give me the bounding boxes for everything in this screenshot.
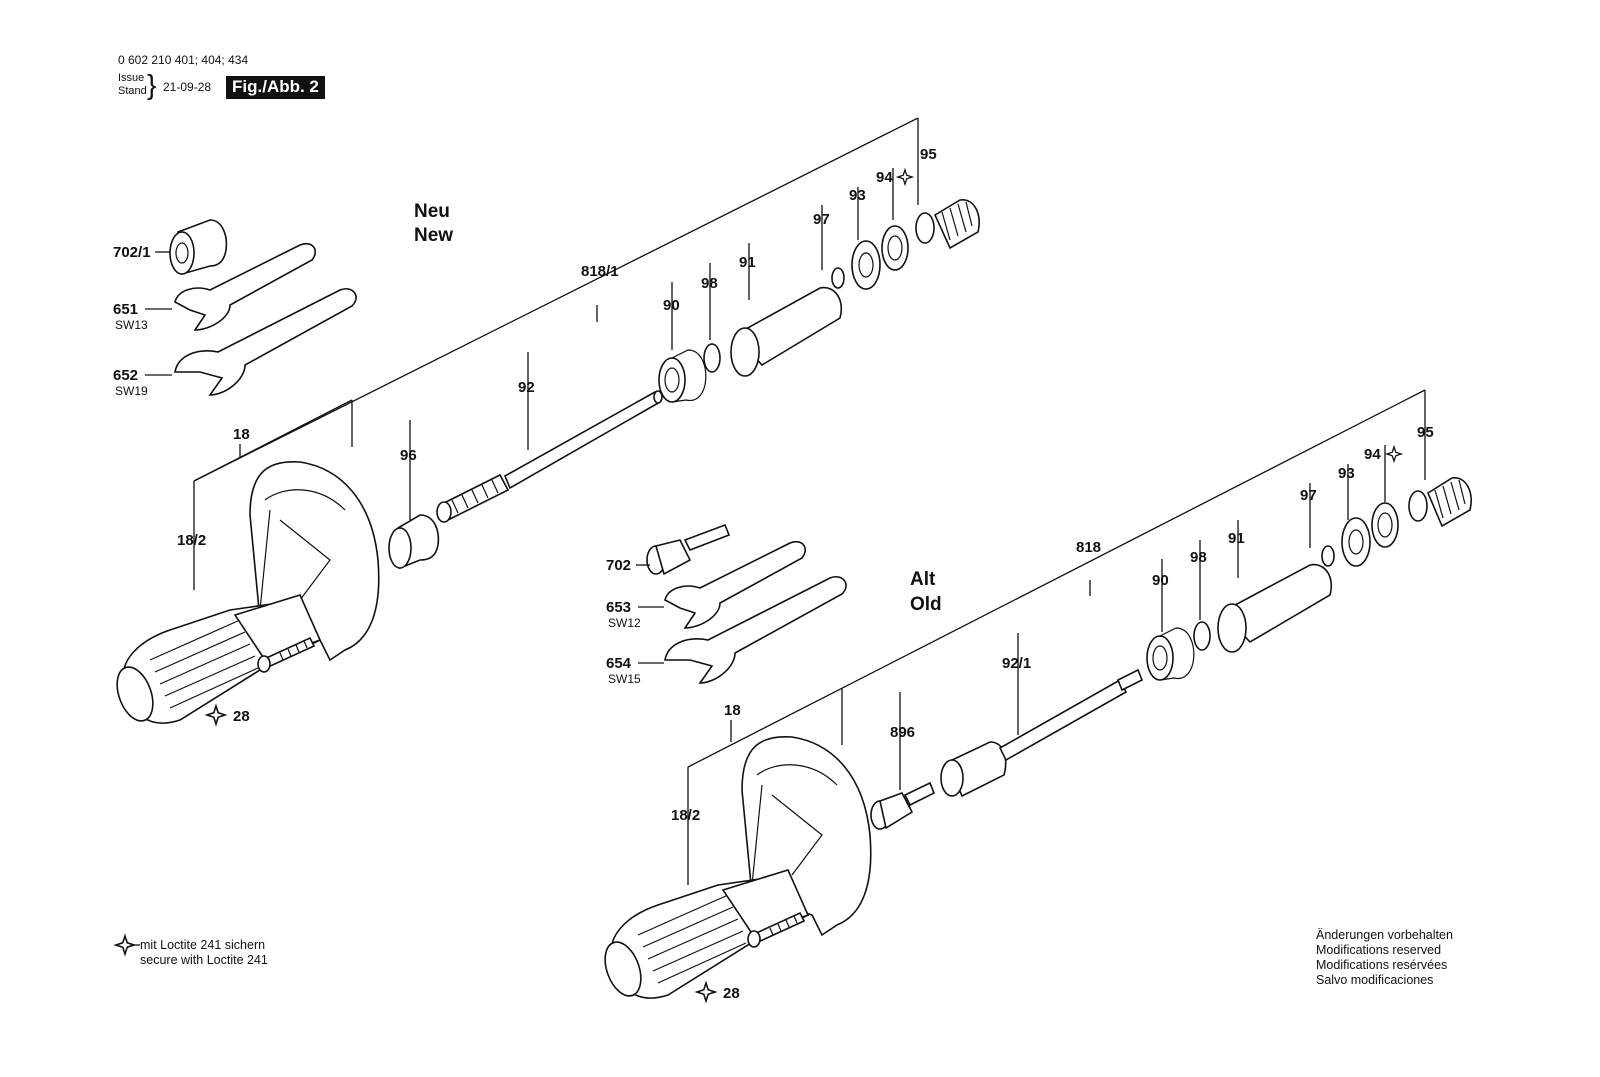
new-loctite-star-icon-28 [206,705,226,725]
label-651: 651 [113,301,138,318]
old-main-leader-line [687,389,1426,768]
new-washer-part-97 [831,267,845,289]
label-18-2: 18/2 [177,532,206,549]
label-652: 652 [113,367,138,384]
new-collet-part-96 [388,514,440,570]
notice-de: Änderungen vorbehalten [1316,928,1453,942]
new-wrench-part-652 [174,288,357,396]
four-point-star-icon [115,935,135,955]
new-loctite-star-icon-94 [897,169,913,185]
new-title-de: Neu [414,201,450,222]
old-collet-part-896 [870,781,936,830]
brace-glyph: } [147,69,157,100]
figure-badge: Fig./Abb. 2 [226,76,325,99]
new-ring-part-98 [703,343,721,373]
legend-loctite-en: secure with Loctite 241 [140,953,268,967]
label-896: 896 [890,724,915,741]
new-main-leader-line [193,117,919,482]
label-651-size: SW13 [115,318,148,332]
old-label-97: 97 [1300,487,1317,504]
new-nut-part-94 [881,225,909,271]
old-screw-part-28 [747,911,806,948]
document-number: 0 602 210 401; 404; 434 [118,53,249,67]
old-label-90: 90 [1152,572,1169,589]
old-label-93: 93 [1338,465,1355,482]
label-702-1: 702/1 [113,244,151,261]
issue-date: 21-09-28 [163,80,212,94]
new-spindle-part-92 [436,390,663,523]
label-97: 97 [813,211,830,228]
label-702: 702 [606,557,631,574]
new-bracket-18 [193,399,353,482]
old-loctite-star-icon-28 [696,982,716,1002]
label-653-size: SW12 [608,616,641,630]
notice-en: Modifications reserved [1316,943,1441,957]
legend-loctite-de: mit Loctite 241 sichern [140,938,265,952]
old-label-18-2: 18/2 [671,807,700,824]
notice-es: Salvo modificaciones [1316,973,1433,987]
label-653: 653 [606,599,631,616]
old-wrench-part-653 [664,540,806,629]
new-title-en: New [414,225,453,246]
new-sleeve-part-91 [730,286,842,377]
old-bearing-part-93 [1341,517,1371,567]
modifications-notice: Änderungen vorbehalten Modifications res… [1316,928,1453,987]
label-93: 93 [849,187,866,204]
old-title-de: Alt [910,569,936,590]
new-variant-assembly: Neu New 702/1 651 SW13 652 SW19 818/1 90… [113,117,980,725]
old-loctite-star-icon-94 [1386,446,1402,462]
new-nut-part-702-1 [169,219,228,276]
old-variant-assembly: Alt Old 702 653 SW12 654 SW15 818 90 98 … [604,389,1472,1002]
new-bearing-part-93 [851,240,881,290]
old-label-91: 91 [1228,530,1245,547]
old-label-98: 98 [1190,549,1207,566]
old-ring-part-98 [1193,621,1211,651]
label-91: 91 [739,254,756,271]
label-28: 28 [233,708,250,725]
notice-fr: Modifications resérvées [1316,958,1447,972]
old-handle-part-18-2 [604,869,810,999]
label-98: 98 [701,275,718,292]
old-bearing-part-90 [1146,627,1195,681]
label-654-size: SW15 [608,672,641,686]
issue-label: Issue [118,72,145,84]
old-label-18: 18 [724,702,741,719]
label-652-size: SW19 [115,384,148,398]
old-washer-part-97 [1321,545,1335,567]
label-90: 90 [663,297,680,314]
label-18: 18 [233,426,250,443]
new-wrench-part-651 [174,242,316,331]
new-pinion-part-95 [915,199,980,250]
label-92: 92 [518,379,535,396]
new-bearing-part-90 [658,349,707,403]
new-handle-part-18-2 [116,594,322,724]
old-sleeve-part-91 [1217,563,1332,653]
label-92-1: 92/1 [1002,655,1031,672]
label-94: 94 [876,169,893,186]
new-screw-part-28 [257,636,316,673]
old-spindle-part-92-1 [940,668,1144,798]
label-95: 95 [920,146,937,163]
label-654: 654 [606,655,632,672]
stand-label: Stand [118,85,147,97]
old-nut-part-94 [1371,502,1399,548]
old-pinion-part-95 [1408,477,1472,528]
old-label-28: 28 [723,985,740,1002]
old-label-94: 94 [1364,446,1381,463]
label-818: 818 [1076,539,1101,556]
old-collet-part-702 [646,523,731,576]
label-96: 96 [400,447,417,464]
issue-labels: Issue Stand [118,72,147,98]
old-label-95: 95 [1417,424,1434,441]
loctite-legend: mit Loctite 241 sichern secure with Loct… [115,935,268,967]
old-wrench-part-654 [664,576,847,684]
label-818-1: 818/1 [581,263,619,280]
old-title-en: Old [910,594,942,615]
